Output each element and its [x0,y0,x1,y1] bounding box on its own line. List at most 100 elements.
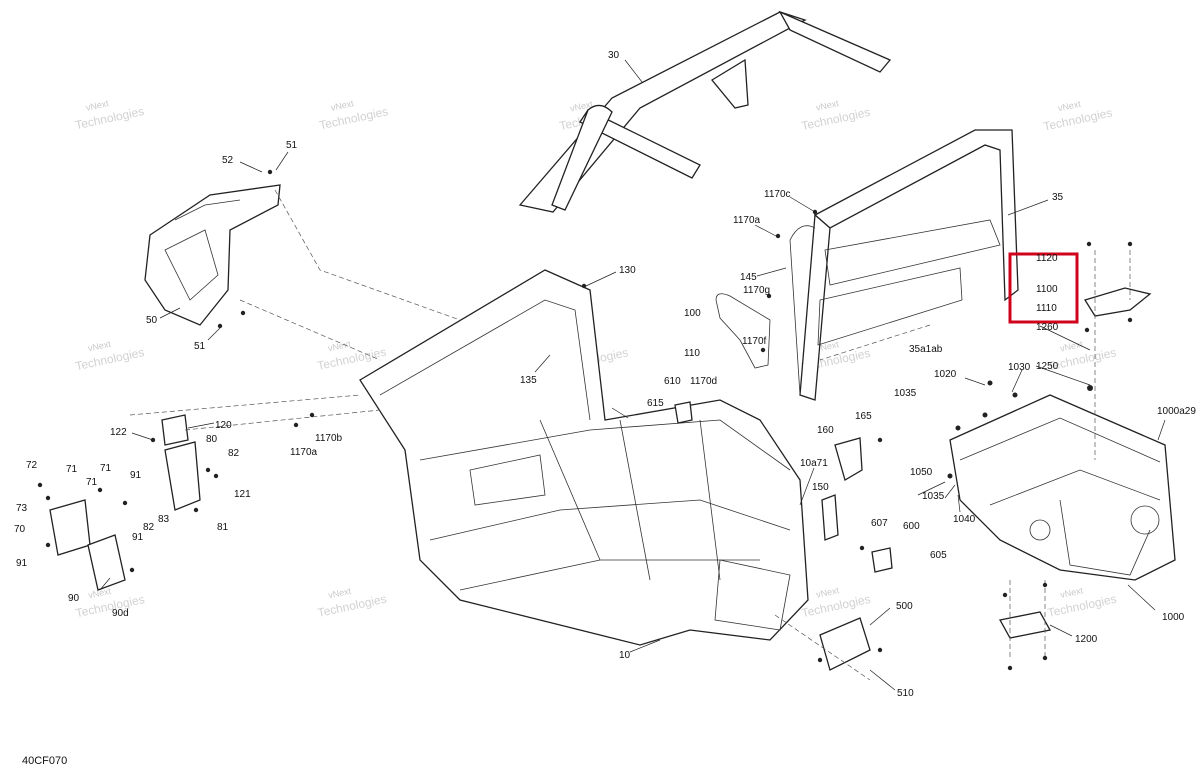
callout-label[interactable]: 91 [130,470,142,481]
callout-label[interactable]: 82 [143,522,155,533]
callout-label[interactable]: 81 [217,522,229,533]
callout-label[interactable]: 1100 [1036,284,1058,295]
leader-line [789,196,816,213]
callout-label[interactable]: 610 [664,376,681,387]
callout-label[interactable]: 1110 [1036,303,1057,314]
front-guard [144,184,281,326]
callout-label[interactable]: 51 [194,341,206,352]
callout-label[interactable]: 605 [930,550,947,561]
callout-label[interactable]: 1035 [922,491,945,502]
callout-label[interactable]: 91 [16,558,28,569]
rear-subframe-mount [1059,499,1151,576]
callout-label[interactable]: 100 [684,308,701,319]
nut-icon [1087,385,1093,391]
callout-label[interactable]: 90 [68,593,80,604]
bracket-1100 [1083,287,1152,317]
chassis-upper-rail [379,299,591,421]
callout-label[interactable]: 510 [897,688,914,699]
callout-label[interactable]: 72 [26,460,38,471]
callout-label[interactable]: 52 [222,155,234,166]
callout-label[interactable]: 1000a29 [1157,406,1196,417]
callout-label[interactable]: 1200 [1075,634,1098,645]
callout-label[interactable]: 80 [206,434,218,445]
callout-label[interactable]: 1170d [690,376,717,387]
leader-line [756,267,787,277]
callout-label[interactable]: 130 [619,265,636,276]
callout-label[interactable]: 1170a [290,447,318,458]
leader-line [1011,369,1023,393]
bolt-icon [205,467,211,473]
highlight-box [1008,252,1079,324]
leader-line [629,639,661,653]
callout-label[interactable]: 70 [14,524,26,535]
chassis-rear-bracket [714,559,791,631]
callout-label[interactable]: 71 [66,464,78,475]
callout-label[interactable]: 71 [86,477,98,488]
callout-label[interactable]: 615 [647,398,664,409]
callout-label[interactable]: 500 [896,601,913,612]
bolt-icon [1002,592,1008,598]
callout-label[interactable]: 1120 [1036,253,1058,264]
bolt-icon [955,425,961,431]
bracket-150 [821,494,839,541]
callout-label[interactable]: 600 [903,521,920,532]
bolt-icon [267,169,273,175]
callout-label[interactable]: 71 [100,463,112,474]
bracket-120 [161,414,189,446]
callout-label[interactable]: 1170b [315,433,343,444]
bracket-90 [87,534,126,591]
callout-label[interactable]: 35 [1052,192,1064,203]
assembly-line [129,394,361,416]
callout-label[interactable]: 1170g [743,285,770,296]
callout-label[interactable]: 1030 [1008,362,1031,373]
callout-label[interactable]: 1020 [934,369,957,380]
callout-label[interactable]: 10a71 [800,458,828,469]
assembly-line [819,324,931,361]
watermark-line1: vNext [815,339,840,354]
callout-label[interactable]: 1170a [733,215,761,226]
bolt-icon [293,422,299,428]
callout-label[interactable]: 110 [684,348,700,359]
callout-label[interactable]: 1050 [910,467,933,478]
watermark-line1: vNext [1059,585,1084,600]
callout-label[interactable]: 135 [520,375,537,386]
callout-label[interactable]: 30 [608,50,620,61]
callout-label[interactable]: 83 [158,514,170,525]
main-chassis [359,269,809,646]
callout-label[interactable]: 121 [234,489,251,500]
bolt-icon [1042,655,1048,661]
callout-label[interactable]: 10 [619,650,631,661]
callout-label[interactable]: 73 [16,503,28,514]
callout-label[interactable]: 1000 [1162,612,1185,623]
callout-label[interactable]: 1260 [1036,322,1059,333]
watermark-line2: Technologies [800,105,871,133]
callout-label[interactable]: 607 [871,518,888,529]
roll-cage-a-pillar [551,104,613,211]
callout-label[interactable]: 50 [146,315,158,326]
callout-label[interactable]: 90d [112,608,129,619]
watermark-line1: vNext [85,98,110,113]
callout-label[interactable]: 165 [855,411,872,422]
callout-label[interactable]: 1170f [742,336,767,347]
callout-label[interactable]: 150 [812,482,829,493]
front-guard-rail [174,199,241,221]
callout-label[interactable]: 1170c [764,189,791,200]
callout-label[interactable]: 35a1ab [909,344,943,355]
roll-cage-rear-hoop [813,129,1019,302]
callout-label[interactable]: 1035 [894,388,917,399]
watermark-line1: vNext [327,586,352,601]
callout-label[interactable]: 160 [817,425,834,436]
callout-label[interactable]: 82 [228,448,240,459]
leader-line [1049,624,1073,637]
callout-label[interactable]: 1250 [1036,361,1059,372]
callout-label[interactable]: 145 [740,272,757,283]
callout-label[interactable]: 51 [286,140,298,151]
bolts [37,169,1133,671]
watermark-line1: vNext [87,339,112,354]
callout-label[interactable]: 122 [110,427,127,438]
callout-label[interactable]: 120 [215,420,232,431]
front-guard-inset [164,229,219,301]
assembly-line [184,409,381,431]
callout-label[interactable]: 91 [132,532,144,543]
callout-label[interactable]: 1040 [953,514,976,525]
